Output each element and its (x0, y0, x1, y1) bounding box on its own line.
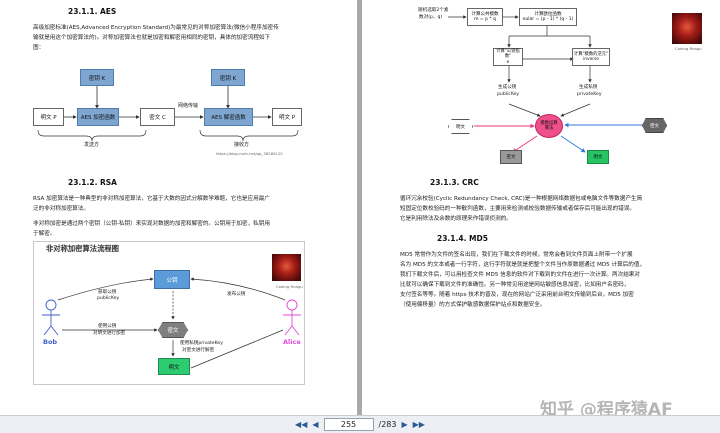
bob-label: Bob (43, 338, 58, 346)
rsa-plaintext-box: 明文 (158, 358, 190, 375)
rsa-ciphertext-box: 密文 (158, 322, 188, 338)
first-page-button[interactable]: ◀◀ (295, 420, 308, 429)
rsa-heading-num: 23.1.2. (68, 178, 98, 187)
crc-para-line3: 它是利用除法及余数的原理来作错误侦测的。 (400, 216, 512, 222)
avatar-caption-right: Coding Rnagu (675, 46, 702, 51)
page-number-input[interactable]: 255 (323, 418, 374, 431)
flow-inverse-label: 计算"模数的逆元" (573, 51, 609, 57)
rsa-flow-arrows (448, 15, 642, 153)
rsa-decrypt-label: 使用私钥privateKey (180, 341, 223, 346)
rsa-heading: RSA (100, 178, 117, 187)
md5-heading-num: 23.1.4. (437, 234, 467, 243)
rsa-get-pubkey-label: 获取公钥 (98, 290, 117, 295)
author-avatar-image-right (672, 13, 702, 44)
flow-inverse-box: 计算"模数的逆元"inverse (572, 48, 610, 66)
rsa-para2-line1: 非对称加密是通过两个密钥（公钥-私钥）来实现对数据的加密和解密的。公钥用于加密，… (33, 221, 270, 227)
left-page: 23.1.1. AES 高级加密标准(AES,Advanced Encrypti… (0, 0, 357, 415)
crc-heading: CRC (462, 178, 479, 187)
flow-gen-public-key: 生成公钥 (498, 85, 517, 90)
aes-key-k-sender: 密钥 K (80, 69, 114, 86)
flow-plaintext-right: 明文 (587, 150, 609, 164)
aes-plaintext-input: 明文 P (33, 108, 64, 126)
flow-inverse-sym: inverse (583, 57, 599, 62)
total-pages-label: /283 (378, 420, 397, 429)
rsa-public-key-box: 公钥 (154, 270, 190, 289)
md5-para-line2: 名为 MD5 的文本或者一行字符，这行字符就是就是把整个文件当作原数据通过 MD… (400, 262, 646, 268)
page-navigation-toolbar: ◀◀ ◀ 255 /283 ▶ ▶▶ (0, 415, 720, 433)
flow-pub-exponent-sym: e (506, 59, 510, 65)
rsa-decrypt-label2: 对密文进行解密 (182, 348, 215, 353)
md5-para-line5: 支付签名等等。随着 https 技术的普及，现在的网站广泛采用前台明文传输到后台… (400, 292, 634, 298)
flow-plaintext-left: 明文 (448, 119, 473, 134)
md5-heading: MD5 (469, 234, 488, 243)
rsa-encrypt-label2: 对明文进行加密 (93, 331, 126, 336)
aes-arrows (37, 86, 299, 142)
author-avatar-image (272, 254, 301, 281)
rsa-figure-title: 非对称加密算法流程图 (46, 244, 119, 253)
rsa-para1-line2: 泛的非对称加密算法。 (33, 206, 89, 212)
md5-para-line1: MD5 常常作为文件的签名出现，我们在下载文件的时候，常常会看到文件页面上附带一… (400, 252, 633, 258)
md5-para-line6: （使用偏移量）的方式保护敏感数据保护站点和数据安全。 (400, 302, 546, 308)
flow-modular-label: 模数运算 (540, 121, 558, 126)
flow-pub-exponent-label: 计算"公钥指数" (496, 48, 520, 60)
flow-ciphertext-left: 密文 (500, 150, 522, 164)
flow-gen-public-key-en: publicKey (497, 92, 520, 97)
flow-step1-label: 随机选取2个素 (418, 8, 449, 13)
flow-step1-sub: 数对(p，q) (419, 15, 443, 20)
rsa-get-pubkey-en: publicKey (97, 296, 120, 301)
flow-gen-private-key: 生成私钥 (579, 85, 598, 90)
alice-label: Alice (283, 338, 301, 346)
flow-gen-private-key-en: privateKey (577, 92, 602, 97)
avatar-caption: Coding Rnagu (276, 284, 303, 289)
aes-image-source: https://blog.csdn.net/qq_38289120 (216, 151, 283, 156)
aes-plaintext-output: 明文 P (272, 108, 302, 126)
aes-network-label: 网络传输 (178, 103, 199, 109)
aes-para-line3: 图： (33, 45, 45, 51)
md5-para-line4: 比就可以确保下载到文件的准确性。另一种常见用途是网站敏感信息加密，比如用户名密码… (400, 282, 630, 288)
rsa-encrypt-label: 使用公钥 (98, 324, 117, 329)
aes-key-k-receiver: 密钥 K (211, 69, 245, 86)
flow-euler-label: 计算欧拉函数 (534, 11, 562, 17)
flow-ciphertext-right-hex: 密文 (642, 118, 667, 133)
flow-modular-algorithm-node: 模数运算算法 (535, 114, 563, 138)
crc-para-line2: 短固定位数校验码的一种散列函数，主要用来检测或校验数据传输或者保存后可能出现的错… (400, 206, 635, 212)
aes-receiver-label: 接收方 (234, 142, 250, 148)
prev-page-button[interactable]: ◀ (312, 420, 319, 429)
rsa-publish-pubkey-label: 发布公钥 (227, 292, 246, 297)
next-page-button[interactable]: ▶ (401, 420, 408, 429)
aes-sender-label: 发送方 (84, 142, 100, 148)
last-page-button[interactable]: ▶▶ (412, 420, 425, 429)
crc-heading-num: 23.1.3. (430, 178, 460, 187)
flow-modular-label2: 算法 (544, 126, 554, 131)
rsa-para2-line2: 于解密。 (33, 231, 56, 237)
aes-para-line2: 输就是用这个加密算法的)。对称加密算法也就是加密和解密用相同的密钥，具体的加密流… (33, 35, 271, 41)
flow-euler-formula: eular = (p - 1) * (q - 1) (522, 17, 574, 22)
md5-para-line3: 我们下载文件后，可以用检查文件 MD5 信息的软件对下载到的文件在进行一次计算。… (400, 272, 640, 278)
aes-ciphertext: 密文 C (140, 108, 175, 126)
aes-heading-num: 23.1.1. (68, 7, 98, 16)
crc-para-line1: 循环冗余校验(Cyclic Redundancy Check, CRC)是一种根… (400, 196, 643, 202)
flow-modulus-formula: m = p * q (474, 17, 496, 22)
flow-pub-exponent-box: 计算"公钥指数"e (493, 48, 523, 66)
rsa-figure-arrows (42, 277, 301, 369)
rsa-para1-line1: RSA 加密算法是一种典型的非对称加密算法，它基于大数的因式分解数学难题，它也是… (33, 196, 270, 202)
flow-modulus-label: 计算公共模数 (471, 11, 499, 17)
aes-heading: AES (100, 7, 117, 16)
aes-encrypt-function: AES 加密函数 (77, 108, 119, 126)
aes-para-line1: 高级加密标准(AES,Advanced Encryption Standard)… (33, 25, 279, 31)
aes-decrypt-function: AES 解密函数 (204, 108, 253, 126)
